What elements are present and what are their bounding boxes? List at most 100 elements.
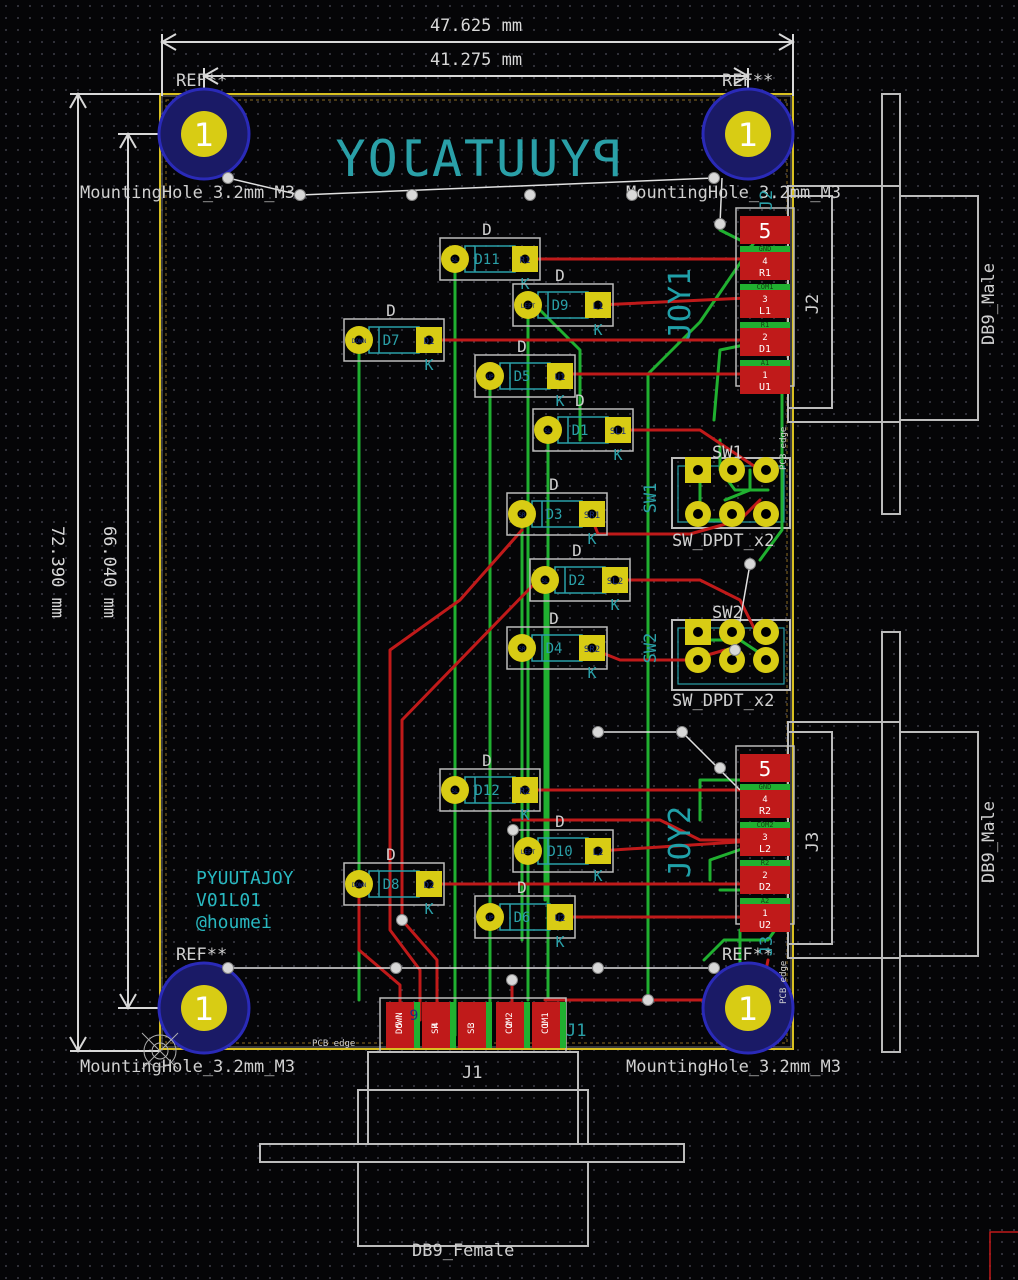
connector-pad[interactable] <box>740 904 790 932</box>
diode-cathode-drill <box>520 785 530 795</box>
connector-pad[interactable] <box>740 290 790 318</box>
connector-pad[interactable] <box>740 328 790 356</box>
diode-anode-drill <box>523 846 533 856</box>
diode-courtyard <box>506 492 608 536</box>
sw1-ref: SW1 <box>712 443 743 463</box>
origin-marker-icon <box>141 1032 179 1070</box>
diode-k-label: K <box>555 392 564 410</box>
via <box>222 962 234 974</box>
sw2-value: SW_DPDT_x2 <box>672 691 774 711</box>
connector-pin-number: 3 <box>762 833 767 843</box>
diode-anode-drill <box>523 300 533 310</box>
switch-pad-drill <box>693 627 703 637</box>
switch-sw1-pads[interactable] <box>685 457 779 527</box>
diode-pad-net: L2 <box>593 848 604 858</box>
mounting-hole-value: MountingHole_3.2mm_M3 <box>80 183 295 203</box>
switch-pad-drill <box>761 627 771 637</box>
diode-courtyard <box>529 558 631 602</box>
diode-cathode-drill <box>424 335 434 345</box>
j1-pad[interactable] <box>422 1002 450 1048</box>
switch-sw2-pads[interactable] <box>685 619 779 673</box>
diode-ref: D7 <box>383 333 400 349</box>
connector-pad[interactable] <box>740 828 790 856</box>
mounting-hole-bottom-right[interactable]: 1 <box>701 961 795 1055</box>
connector-pad-5[interactable] <box>740 754 790 782</box>
diode-cathode-drill <box>520 254 530 264</box>
diode-anode-net: SL <box>541 578 549 585</box>
via <box>592 962 604 974</box>
diode-designator: D <box>482 220 492 239</box>
dimension-width-outer-label: 47.625 mm <box>430 16 522 36</box>
j1-pad[interactable] <box>532 1002 560 1048</box>
diode-anode-drill <box>485 912 495 922</box>
mounting-hole-pad-label: 1 <box>738 116 758 154</box>
j1-pin-label: 5 <box>395 1022 405 1027</box>
via <box>592 726 604 738</box>
switch-pad-drill <box>761 509 771 519</box>
connector-pad[interactable] <box>740 790 790 818</box>
diode-ref: D5 <box>514 369 531 385</box>
connector-net-strip <box>740 784 790 790</box>
j1-pad[interactable] <box>386 1002 414 1048</box>
diode-designator: D <box>555 812 565 831</box>
j3-fab-label: JOY2 <box>663 806 698 878</box>
j1-pad[interactable] <box>458 1002 486 1048</box>
connector-pin-signal: U1 <box>759 382 771 393</box>
diode-anode-drill <box>540 575 550 585</box>
diode-cathode-drill <box>610 575 620 585</box>
connector-pin-number: 4 <box>762 795 767 805</box>
via <box>744 558 756 570</box>
via <box>729 644 741 656</box>
switch-pad-drill <box>693 465 703 475</box>
j1-pad[interactable] <box>496 1002 524 1048</box>
connector-net-label: GND <box>759 245 772 253</box>
connector-pad-5[interactable] <box>740 216 790 244</box>
mounting-hole-top-right[interactable]: 1 <box>701 87 795 181</box>
mounting-hole-pad-label: 1 <box>194 116 214 154</box>
connector-pad[interactable] <box>740 866 790 894</box>
connector-pin-signal: R2 <box>759 806 771 817</box>
diode-k-label: K <box>424 900 433 918</box>
connector-pad[interactable] <box>740 252 790 280</box>
j2-ref: J2 <box>803 294 823 314</box>
diode-anode-net: SL <box>544 428 552 435</box>
j2-fab-label: JOY1 <box>663 268 698 340</box>
diode-pad-net: U1 <box>555 373 566 383</box>
ref-label: REF** <box>722 945 773 965</box>
dimension-height-outer-label: 72.390 mm <box>47 526 67 618</box>
dimension-height-outer <box>69 91 160 1054</box>
connector-pad[interactable] <box>740 366 790 394</box>
connector-net-label: COM2 <box>757 821 774 829</box>
switch-pad-drill <box>727 509 737 519</box>
switch-pad-drill <box>693 655 703 665</box>
diode-ref: D1 <box>572 423 589 439</box>
diode-pad-net: D2 <box>424 881 435 891</box>
j1-net-strip <box>414 1002 420 1048</box>
connector-pin-signal: U2 <box>759 920 771 931</box>
diode-anode-net: DOWN <box>352 882 367 889</box>
j1-net-strip <box>524 1002 530 1048</box>
diode-pad-net: SL1 <box>610 427 626 437</box>
mounting-hole-top-left[interactable]: 1 <box>157 87 251 181</box>
mounting-hole-value: MountingHole_3.2mm_M3 <box>80 1057 295 1077</box>
diode-cathode-drill <box>555 912 565 922</box>
mounting-hole-bottom-left[interactable]: 1 <box>157 961 251 1055</box>
j1-pin-label: 3 <box>467 1022 477 1027</box>
j1-value: DB9_Female <box>412 1241 514 1261</box>
diode-cathode-drill <box>555 371 565 381</box>
connector-pin-number: 1 <box>762 909 767 919</box>
diode-designator: D <box>386 845 396 864</box>
